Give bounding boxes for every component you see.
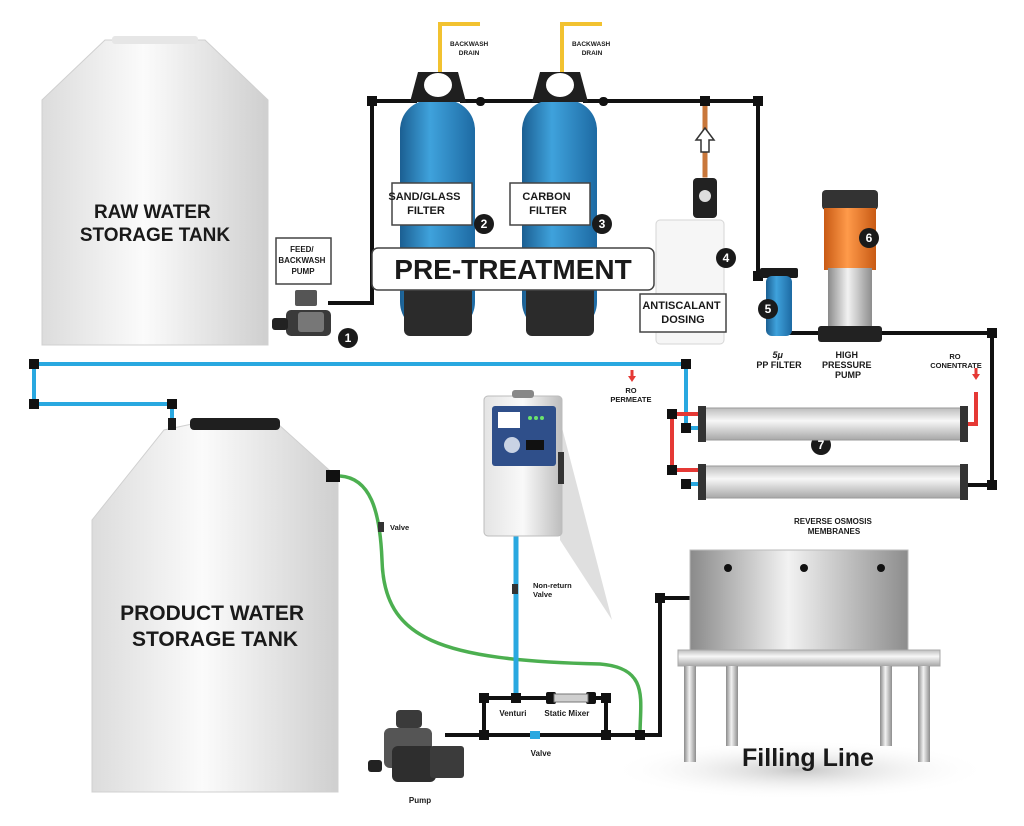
svg-text:FEED/ BACKWASH PUM: FEED/ BACKWASH PUMP <box>278 245 327 276</box>
ro-concentrate-label-1: RO <box>949 352 960 361</box>
filling-line: Filling Line <box>610 549 990 800</box>
pp-filter: 5μ PP FILTER <box>756 268 802 370</box>
ozone-loop-pipes <box>339 474 690 737</box>
ro-membranes: REVERSE OSMOSIS MEMBRANES <box>698 406 968 536</box>
pipe-fittings <box>367 96 997 490</box>
svg-text:SAND/GLASS FILTER: SAND/GLASS FILTER <box>388 191 463 217</box>
feed-backwash-pump: FEED/ BACKWASH PUMP <box>272 237 332 336</box>
valve-label: Valve <box>390 523 409 532</box>
dosing-flow-arrow <box>694 126 716 153</box>
sand-filter-label-2: FILTER <box>407 205 445 217</box>
step-badge-4: 4 <box>716 248 736 268</box>
product-tank-label-1: PRODUCT WATER <box>120 602 304 625</box>
svg-text:CARBON FILTER: CARBON FILTER <box>522 191 573 217</box>
ozone-fittings <box>326 470 665 740</box>
raw-tank-label-line2: STORAGE TANK <box>80 225 231 246</box>
step-badge-2: 2 <box>474 214 494 234</box>
raw-tank-label-line1: RAW WATER <box>94 202 211 223</box>
static-mixer <box>553 693 589 703</box>
loop-valve-label: Valve <box>531 749 552 758</box>
backwash-drain-label-2a: BACKWASH <box>572 41 611 48</box>
step-badge-5: 5 <box>758 299 778 319</box>
feed-pump-label-1: FEED/ <box>290 245 314 254</box>
svg-text:ANTISCALANT DOSING: ANTISCALANT DOSING <box>642 300 723 326</box>
antiscalant-label-1: ANTISCALANT <box>642 300 720 312</box>
pp-filter-label-1: 5μ <box>773 350 784 360</box>
backwash-drain-label-2b: DRAIN <box>582 50 603 57</box>
svg-text:7: 7 <box>818 438 825 452</box>
static-mixer-label: Static Mixer <box>544 709 589 718</box>
svg-text:PRODUCT WATER STORAGE TA: PRODUCT WATER STORAGE TANK <box>120 602 310 651</box>
ro-membranes-label-1: REVERSE OSMOSIS <box>794 517 872 526</box>
pretreatment-pipes <box>328 22 994 487</box>
svg-text:REVERSE OSMOSIS MEMBRANE: REVERSE OSMOSIS MEMBRANES <box>794 517 874 536</box>
ro-permeate-label-2: PERMEATE <box>610 395 651 404</box>
svg-text:Venturi Static Mixer V: Venturi Static Mixer Valve Pump <box>409 709 592 805</box>
feed-pump-label-3: PUMP <box>291 267 315 276</box>
step-badge-3: 3 <box>592 214 612 234</box>
svg-text:Valve: Valve <box>390 523 409 532</box>
raw-water-tank: RAW WATER STORAGE TANK <box>41 36 269 346</box>
high-pressure-pump: HIGH PRESSURE PUMP <box>818 190 882 380</box>
non-return-valve-label-2: Valve <box>533 590 552 599</box>
step-badges: 1 2 3 4 5 6 7 <box>338 214 879 455</box>
circulation-pump <box>368 710 464 782</box>
backwash-drain-label-1b: DRAIN <box>459 50 480 57</box>
svg-text:6: 6 <box>866 231 873 245</box>
sand-glass-filter: SAND/GLASS FILTER <box>388 72 475 336</box>
svg-text:5μ PP FILTER: 5μ PP FILTER <box>756 350 802 370</box>
backwash-drain-label-1a: BACKWASH <box>450 41 489 48</box>
svg-text:3: 3 <box>599 217 606 231</box>
sand-filter-label-1: SAND/GLASS <box>388 191 460 203</box>
venturi-label: Venturi <box>499 709 526 718</box>
svg-text:1: 1 <box>345 331 352 345</box>
ro-membranes-label-2: MEMBRANES <box>808 527 861 536</box>
step-badge-6: 6 <box>859 228 879 248</box>
concentrate-arrow <box>972 368 980 380</box>
svg-text:RO PERMEATE RO CON: RO PERMEATE RO CONENTRATE <box>610 352 981 404</box>
hp-pump-label-1: HIGH <box>835 350 858 360</box>
ozone-generator <box>483 390 612 620</box>
hp-pump-label-3: PUMP <box>835 370 861 380</box>
filling-line-label: Filling Line <box>742 744 874 772</box>
carbon-filter-label-2: FILTER <box>529 205 567 217</box>
pretreatment-title: PRE-TREATMENT <box>394 254 631 285</box>
svg-text:4: 4 <box>723 251 730 265</box>
feed-pump-label-2: BACKWASH <box>278 256 325 265</box>
product-tank-label-2: STORAGE TANK <box>132 628 298 651</box>
svg-text:2: 2 <box>481 217 488 231</box>
svg-text:BACKWASH DRAIN BACKWAS: BACKWASH DRAIN BACKWASH DRAIN <box>450 41 612 57</box>
svg-text:5: 5 <box>765 302 772 316</box>
carbon-filter-label-1: CARBON <box>522 191 570 203</box>
antiscalant-dosing-unit: ANTISCALANT DOSING <box>639 178 727 345</box>
pretreatment-banner: PRE-TREATMENT <box>371 247 655 291</box>
svg-text:Non-return Valve: Non-return Valve <box>533 581 574 599</box>
permeate-arrow <box>628 370 636 382</box>
non-return-valve-label-1: Non-return <box>533 581 572 590</box>
hp-pump-label-2: PRESSURE <box>822 360 872 370</box>
carbon-filter: CARBON FILTER <box>509 72 597 336</box>
valve-markers <box>378 522 518 594</box>
ro-permeate-label-1: RO <box>625 386 636 395</box>
ro-concentrate-label-2: CONENTRATE <box>930 361 982 370</box>
svg-text:RAW WATER STORAGE TANK: RAW WATER STORAGE TANK <box>80 202 231 246</box>
step-badge-1: 1 <box>338 328 358 348</box>
product-water-tank: PRODUCT WATER STORAGE TANK <box>91 418 339 793</box>
pump-label: Pump <box>409 796 431 805</box>
ro-fittings <box>29 359 691 489</box>
pp-filter-label-2: PP FILTER <box>756 360 802 370</box>
antiscalant-label-2: DOSING <box>661 314 704 326</box>
svg-text:HIGH PRESSURE PUMP: HIGH PRESSURE PUMP <box>822 350 874 380</box>
